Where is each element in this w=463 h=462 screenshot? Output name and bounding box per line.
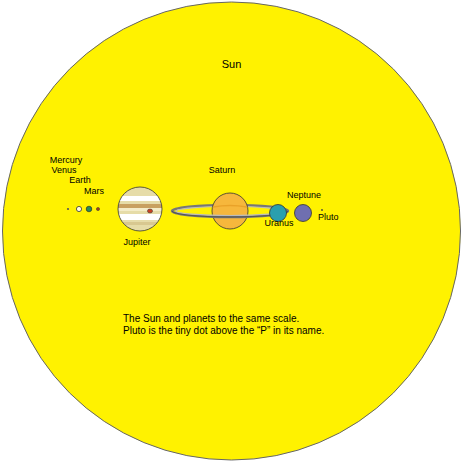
- planet-label: Earth: [69, 176, 91, 186]
- mars-planet: [96, 207, 99, 210]
- planet-label: Venus: [51, 166, 76, 176]
- caption-line: The Sun and planets to the same scale.: [123, 313, 299, 324]
- sun-label: Sun: [222, 58, 242, 70]
- earth-planet: [86, 206, 92, 212]
- jupiter-planet: [116, 185, 164, 233]
- pluto-planet: [321, 209, 323, 211]
- planet-label: Uranus: [264, 219, 293, 229]
- planet-label: Neptune: [287, 191, 321, 201]
- planet-label: Mars: [84, 187, 104, 197]
- planet-label: Mercury: [50, 156, 83, 166]
- planet-label: Jupiter: [123, 238, 150, 248]
- caption-line: Pluto is the tiny dot above the “P” in i…: [123, 325, 324, 336]
- neptune-planet: [295, 205, 312, 222]
- planet-label: Saturn: [209, 166, 236, 176]
- mercury-planet: [67, 208, 69, 210]
- planet-label: Pluto: [318, 213, 339, 223]
- venus-planet: [76, 206, 81, 211]
